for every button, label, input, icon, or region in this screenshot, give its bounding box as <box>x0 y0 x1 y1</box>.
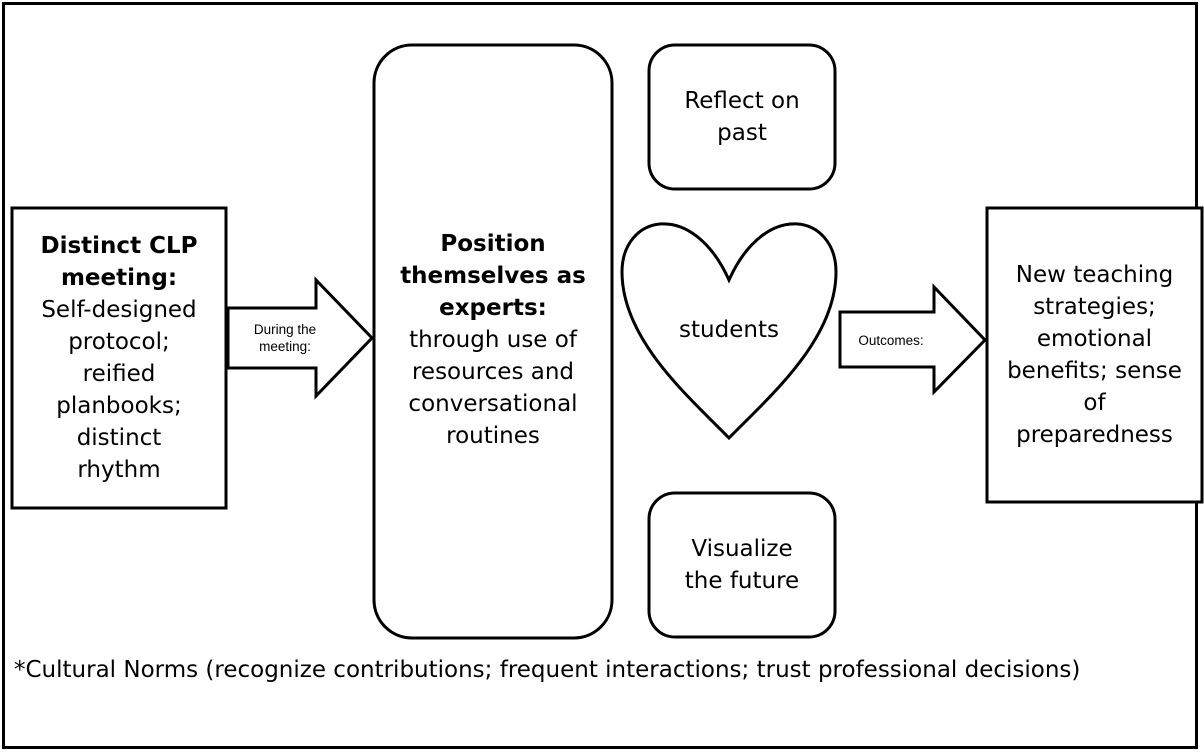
left-box-body-line: reified <box>82 361 156 387</box>
right-box-line: New teaching <box>1015 262 1174 288</box>
right-box-line: preparedness <box>1016 422 1173 448</box>
right-box-line: of <box>1083 390 1106 416</box>
left-box-title-line: meeting: <box>60 265 178 291</box>
left-box-body-line: Self-designed <box>41 297 197 323</box>
top-box <box>647 43 837 191</box>
bottom-box <box>647 491 837 639</box>
left-arrow-label-line: meeting: <box>259 339 311 354</box>
center-box-title-line: Position <box>440 231 546 257</box>
left-box <box>10 206 228 510</box>
left-box-body-line: distinct <box>76 425 162 451</box>
left-box-title-line: Distinct CLP <box>40 233 198 259</box>
right-arrow <box>838 283 988 396</box>
left-arrow <box>226 276 375 400</box>
center-box-body-line: resources and <box>411 359 575 385</box>
heart-label: students <box>640 310 818 350</box>
top-box-text: Reflect on past <box>651 47 833 187</box>
left-box-body-line: planbooks; <box>56 393 182 419</box>
right-arrow-label-text: Outcomes: <box>858 332 924 348</box>
center-box-title-line: themselves as <box>400 263 586 289</box>
left-box-body-line: protocol; <box>68 329 170 355</box>
bottom-box-line: the future <box>684 568 800 594</box>
top-box-line: Reflect on <box>684 88 800 114</box>
bottom-box-text: Visualize the future <box>651 495 833 635</box>
right-box-text: New teaching strategies; emotional benef… <box>989 210 1200 500</box>
center-box-body-line: conversational <box>408 391 578 417</box>
center-box <box>372 43 614 640</box>
center-box-title-line: experts: <box>439 295 547 321</box>
bottom-box-line: Visualize <box>691 536 793 562</box>
center-box-text: Position themselves as experts: through … <box>376 200 610 480</box>
right-box-line: emotional <box>1036 326 1153 352</box>
left-arrow-label: During the meeting: <box>230 312 340 364</box>
right-box-line: strategies; <box>1033 294 1156 320</box>
heart-shape <box>620 222 838 441</box>
top-box-line: past <box>717 120 767 146</box>
cultural-norms-footnote: *Cultural Norms (recognize contributions… <box>14 657 1081 683</box>
left-arrow-label-line: During the <box>253 322 317 337</box>
heart-label-text: students <box>679 317 779 343</box>
center-box-body-line: through use of <box>409 327 577 353</box>
left-box-text: Distinct CLP meeting: Self-designed prot… <box>14 210 224 506</box>
right-arrow-label: Outcomes: <box>842 326 940 354</box>
right-box <box>985 206 1204 504</box>
left-box-body-line: rhythm <box>77 457 161 483</box>
right-box-line: benefits; sense <box>1007 358 1182 384</box>
center-box-body-line: routines <box>446 423 540 449</box>
